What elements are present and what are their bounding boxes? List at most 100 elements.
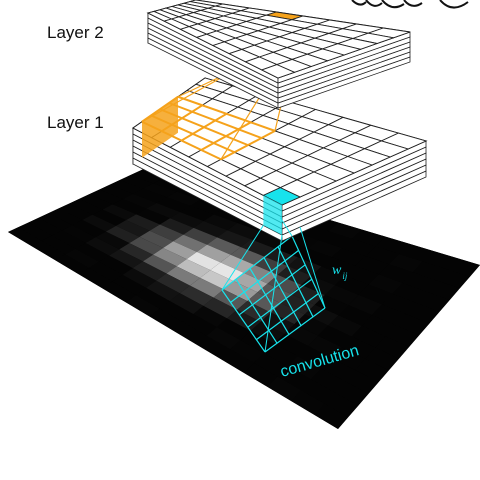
- image-pixel: [254, 256, 288, 275]
- image-pixel: [72, 220, 106, 238]
- image-pixel: [436, 269, 470, 289]
- image-pixel: [65, 248, 99, 268]
- image-pixel: [352, 229, 386, 247]
- image-pixel: [196, 335, 231, 359]
- image-pixel: [116, 220, 150, 237]
- image-pixel: [365, 246, 400, 265]
- image-pixel: [173, 322, 207, 345]
- image-pixel: [328, 315, 362, 337]
- image-pixel: [129, 236, 164, 255]
- image-pixel: [149, 224, 184, 242]
- image-pixel: [338, 305, 372, 326]
- image-pixel: [176, 259, 211, 278]
- image-pixel: [136, 287, 170, 309]
- image-pixel: [109, 249, 143, 269]
- image-pixel: [314, 403, 349, 429]
- image-pixel: [405, 302, 440, 324]
- image-pixel: [426, 280, 460, 301]
- image-pixel: [166, 191, 201, 206]
- image-pixel: [38, 213, 73, 231]
- image-pixel: [297, 345, 332, 369]
- image-pixel: [213, 289, 248, 310]
- image-pixel: [105, 225, 140, 244]
- image-pixel: [375, 236, 410, 254]
- image-pixel: [308, 240, 342, 258]
- weight-label: wij: [332, 263, 348, 281]
- layer-1-stack: [132, 77, 428, 242]
- image-pixel: [146, 203, 181, 219]
- image-pixel: [331, 248, 366, 266]
- image-pixel: [378, 264, 413, 283]
- image-pixel: [250, 231, 285, 249]
- convolution-kernel-grid: [221, 235, 326, 353]
- image-pixel: [119, 243, 153, 262]
- partial-arcs: [351, 0, 469, 9]
- image-pixel: [88, 261, 123, 282]
- image-pixel: [112, 199, 147, 215]
- image-pixel: [365, 347, 399, 371]
- image-pixel: [240, 239, 275, 257]
- image-pixel: [51, 230, 86, 249]
- image-pixel: [270, 303, 305, 325]
- image-pixel: [385, 325, 420, 347]
- image-pixel: [324, 285, 359, 306]
- image-pixel: [321, 257, 356, 276]
- image-pixel: [169, 293, 204, 315]
- image-pixel: [227, 223, 261, 240]
- image-pixel: [122, 268, 157, 288]
- image-pixel: [190, 199, 224, 215]
- image-pixel: [351, 325, 386, 348]
- image-pixel: [179, 285, 214, 306]
- image-pixel: [264, 343, 298, 367]
- image-pixel: [196, 244, 231, 263]
- image-pixel: [58, 203, 93, 220]
- image-pixel: [82, 214, 116, 232]
- image-pixel: [183, 314, 217, 336]
- image-pixel: [125, 295, 160, 317]
- image-pixel: [8, 227, 42, 247]
- image-pixel: [358, 284, 393, 305]
- image-pixel: [28, 217, 62, 236]
- image-pixel: [163, 241, 197, 260]
- image-pixel: [217, 230, 251, 247]
- image-pixel: [230, 247, 265, 265]
- image-pixel: [446, 257, 480, 277]
- image-pixel: [372, 304, 406, 326]
- image-pixel: [48, 208, 83, 226]
- image-pixel: [220, 349, 254, 373]
- image-pixel: [78, 268, 113, 289]
- image-pixel: [159, 218, 194, 235]
- image-pixel: [361, 315, 396, 337]
- image-pixel: [422, 250, 457, 270]
- image-pixel: [206, 327, 241, 350]
- image-pixel: [348, 294, 383, 316]
- image-pixel: [190, 277, 224, 298]
- image-pixel: [142, 254, 177, 274]
- image-pixel: [382, 293, 416, 314]
- image-pixel: [183, 227, 218, 245]
- image-pixel: [193, 221, 228, 238]
- image-pixel: [223, 281, 258, 301]
- image-pixel: [298, 248, 332, 267]
- image-pixel: [264, 248, 298, 267]
- image-pixel: [304, 304, 339, 326]
- image-pixel: [149, 308, 184, 331]
- image-pixel: [355, 358, 389, 383]
- image-pixel: [341, 336, 376, 359]
- image-pixel: [203, 214, 238, 231]
- image-pixel: [294, 314, 329, 336]
- image-pixel: [389, 254, 423, 273]
- image-pixel: [75, 243, 110, 262]
- image-pixel: [112, 274, 147, 296]
- image-pixel: [173, 234, 207, 252]
- layer-2-label: Layer 2: [47, 23, 104, 42]
- image-pixel: [318, 231, 352, 249]
- image-pixel: [415, 291, 450, 312]
- image-pixel: [136, 208, 170, 225]
- image-pixel: [55, 254, 89, 275]
- image-pixel: [92, 209, 127, 226]
- image-pixel: [345, 265, 379, 285]
- image-pixel: [328, 222, 363, 239]
- image-pixel: [153, 178, 187, 192]
- image-pixel: [277, 266, 312, 285]
